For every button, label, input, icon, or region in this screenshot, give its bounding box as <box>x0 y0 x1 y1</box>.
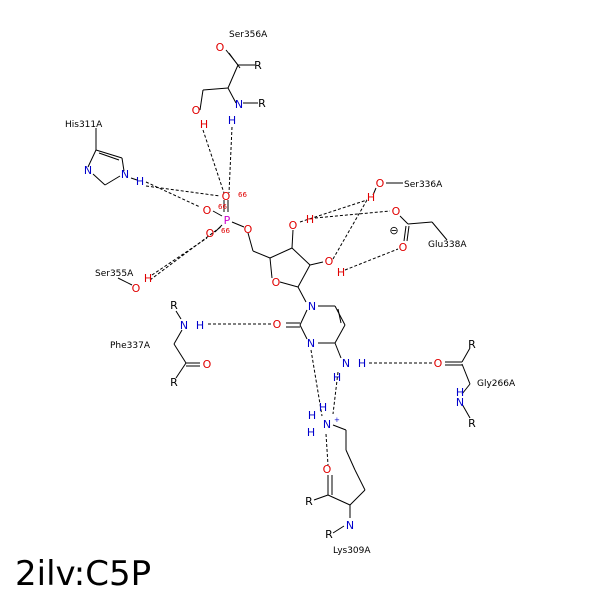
atom-ser356-r2: R <box>258 97 266 110</box>
atom-cytosine-h4a: H <box>358 357 366 370</box>
atom-cytosine-n3: N <box>307 337 315 350</box>
atom-lys309-h2: H <box>308 409 316 422</box>
atom-lys309-r2: R <box>325 528 333 541</box>
atom-ribose-o-ring: O <box>272 276 281 289</box>
atom-ser356-h-amide: H <box>228 114 236 127</box>
atom-phosphate-o-bottom: O <box>206 227 215 240</box>
atom-cytosine-n4: N <box>342 357 350 370</box>
atom-lys309-nz: N <box>323 418 331 431</box>
atom-cytosine-h4b: H <box>333 371 341 384</box>
atom-ser356-n: N <box>235 98 243 111</box>
charge-phosphate-o-left: 66 <box>218 203 227 211</box>
atom-ser336-h: H <box>367 191 375 204</box>
atom-gly266-o: O <box>434 357 443 370</box>
hydrogen-bonds <box>145 126 434 466</box>
atom-phosphate-p: P <box>224 214 231 227</box>
charge-phosphate-o-bottom: 66 <box>221 227 230 235</box>
atom-his311-n1: N <box>84 164 92 177</box>
atom-ser336-o: O <box>376 177 385 190</box>
atom-lys309-n: N <box>346 519 354 532</box>
atom-labels: O R N R O H H N N H O O P O O 66 66 66 O… <box>84 41 476 541</box>
atom-gly266-r2: R <box>468 417 476 430</box>
covalent-bonds <box>87 49 471 534</box>
atom-lys309-r1: R <box>305 495 313 508</box>
residue-label-glu338: Glu338A <box>428 240 467 250</box>
atom-phe337-r1: R <box>170 299 178 312</box>
charge-lys309-plus: + <box>334 416 340 424</box>
residue-label-phe337: Phe337A <box>110 341 151 351</box>
atom-his311-n2: N <box>121 168 129 181</box>
diagram-title: 2ilv:C5P <box>15 554 151 594</box>
atom-glu338-o1: O <box>392 205 401 218</box>
atom-phosphate-o-ester: O <box>244 223 253 236</box>
atom-phe337-n: N <box>180 319 188 332</box>
atom-ser356-r1: R <box>254 59 262 72</box>
atom-cytosine-n1: N <box>308 300 316 313</box>
atom-lys309-h1: H <box>319 401 327 414</box>
atom-gly266-h: H <box>456 386 464 399</box>
residue-label-ser355: Ser355A <box>95 269 134 279</box>
atom-ser355-h: H <box>144 272 152 285</box>
atom-ribose-o3: O <box>325 255 334 268</box>
atom-lys309-h3: H <box>307 426 315 439</box>
atom-ser356-h-hydroxyl: H <box>200 118 208 131</box>
atom-ser355-o: O <box>132 282 141 295</box>
atom-gly266-n: N <box>456 396 464 409</box>
charge-phosphate-o-top: 66 <box>238 191 247 199</box>
atom-glu338-o2: O <box>399 241 408 254</box>
atom-ser356-o-carbonyl: O <box>216 41 225 54</box>
residue-label-gly266: Gly266A <box>477 379 516 389</box>
atom-phosphate-o-top: O <box>222 190 231 203</box>
atom-lys309-o: O <box>323 463 332 476</box>
atom-cytosine-o2: O <box>273 318 282 331</box>
residue-label-lys309: Lys309A <box>333 546 371 556</box>
residue-label-his311: His311A <box>65 120 103 130</box>
atom-ribose-o2: O <box>289 219 298 232</box>
atom-ser356-o-hydroxyl: O <box>192 104 201 117</box>
residue-labels: Ser356A His311A Ser336A Glu338A Ser355A … <box>65 30 516 556</box>
atom-ribose-h3: H <box>337 266 345 279</box>
residue-label-ser336: Ser336A <box>404 180 443 190</box>
atom-his311-h: H <box>136 175 144 188</box>
atom-ribose-h2: H <box>306 213 314 226</box>
atom-phe337-h: H <box>196 319 204 332</box>
residue-label-ser356: Ser356A <box>229 30 268 40</box>
atom-glu338-minus: ⊖ <box>389 224 398 237</box>
atom-gly266-r1: R <box>468 338 476 351</box>
atom-phe337-o: O <box>203 358 212 371</box>
atom-phosphate-o-left: O <box>203 204 212 217</box>
atom-phe337-r2: R <box>170 376 178 389</box>
